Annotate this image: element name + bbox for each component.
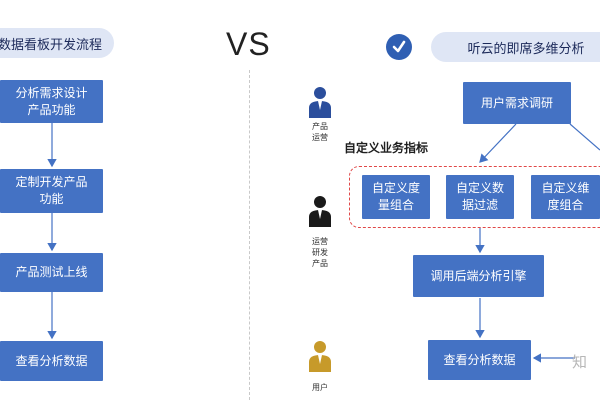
flow-step-1-label: 分析需求设计 产品功能 (15, 85, 88, 117)
watermark-text: 知 (572, 353, 588, 371)
step-view-data: 查看分析数据 (428, 340, 531, 380)
role-label-ops-dev-product: 运营 研发 产品 (312, 237, 328, 268)
step-backend-engine-label: 调用后端分析引擎 (430, 268, 527, 283)
metric-box-label: 自定义度 量组合 (371, 181, 420, 212)
metric-box-label: 自定义数 据过滤 (455, 181, 504, 212)
flow-step-3: 产品测试上线 (0, 253, 103, 292)
flow-step-4-label: 查看分析数据 (15, 353, 88, 368)
right-header-pill: 听云的即席多维分析 (431, 32, 600, 62)
flow-step-4: 查看分析数据 (0, 341, 103, 381)
person-icon (309, 341, 331, 372)
person-icon (309, 196, 331, 227)
metric-box-label: 自定义维 度组合 (541, 181, 590, 212)
left-header-pill: 数据看板开发流程 (0, 28, 114, 58)
metric-box-data-filter: 自定义数 据过滤 (446, 175, 514, 219)
metric-box-dimension-combo: 自定义维 度组合 (531, 175, 600, 219)
role-label-user: 用户 (312, 383, 328, 392)
right-header-label: 听云的即席多维分析 (467, 41, 585, 57)
metric-box-measure-combo: 自定义度 量组合 (362, 175, 430, 219)
flow-step-3-label: 产品测试上线 (15, 265, 88, 279)
checkmark-icon (386, 34, 412, 60)
step-user-research-label: 用户需求调研 (480, 95, 553, 110)
vs-label: VS (226, 26, 271, 62)
metrics-group-title: 自定义业务指标 (344, 141, 429, 155)
metrics-group-border (349, 166, 600, 228)
role-label-product-ops: 产品 运营 (312, 122, 328, 142)
center-divider (249, 70, 250, 400)
flow-step-2: 定制开发产品 功能 (0, 169, 103, 213)
flow-step-1: 分析需求设计 产品功能 (0, 80, 103, 123)
step-backend-engine: 调用后端分析引擎 (413, 255, 544, 297)
flow-step-2-label: 定制开发产品 功能 (15, 175, 88, 206)
step-view-data-label: 查看分析数据 (443, 352, 516, 367)
step-user-research: 用户需求调研 (463, 82, 571, 124)
left-header-label: 数据看板开发流程 (0, 37, 102, 53)
person-icon (309, 87, 331, 118)
